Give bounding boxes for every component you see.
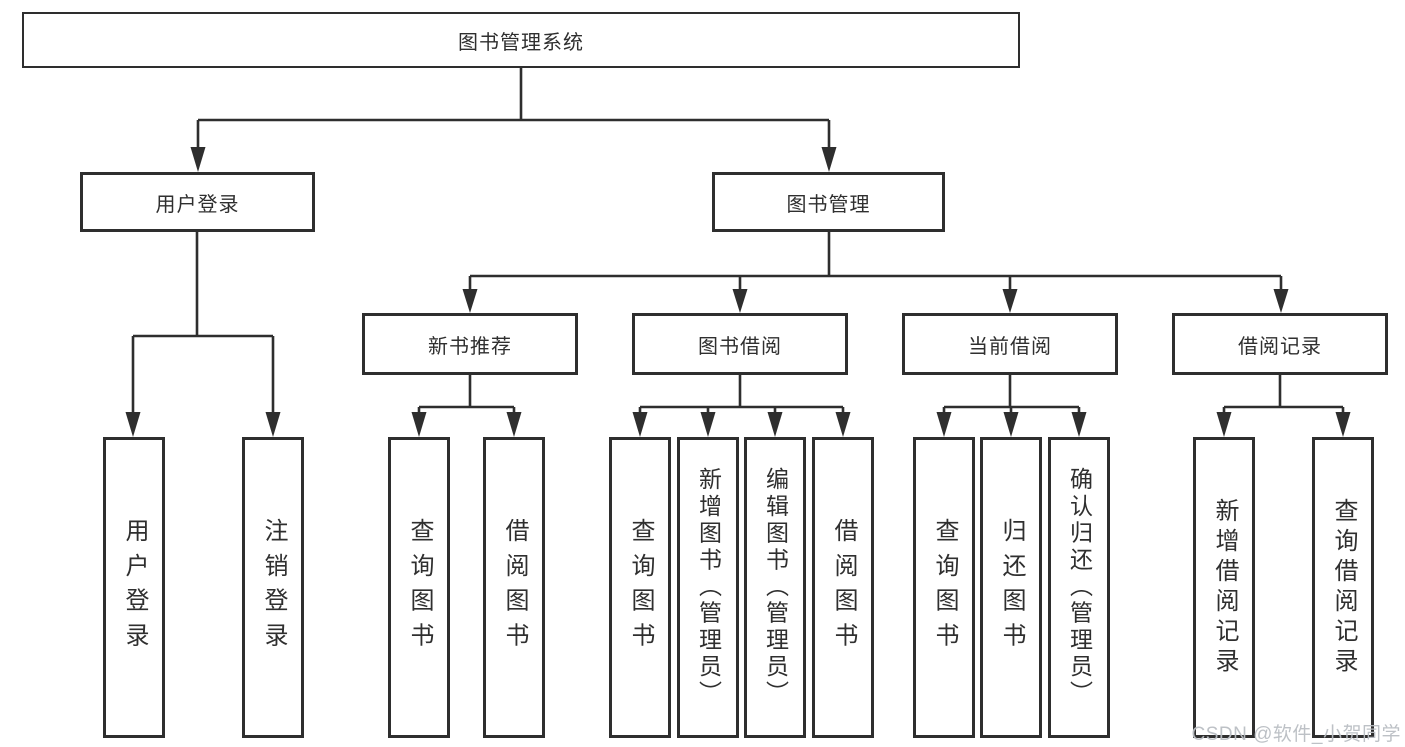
leaf-cb-return-book: 归还图书	[980, 437, 1042, 738]
leaf-cb-query-book-label: 查询图书	[931, 517, 958, 658]
node-user-login-label: 用户登录	[155, 193, 240, 216]
leaf-rec-borrow-book: 借阅图书	[483, 437, 545, 738]
leaf-logout-label: 注销登录	[260, 517, 287, 658]
leaf-cb-return-book-label: 归还图书	[998, 517, 1025, 658]
leaf-rec-borrow-book-label: 借阅图书	[501, 517, 528, 658]
node-current-borrow: 当前借阅	[902, 313, 1118, 375]
node-user-login: 用户登录	[80, 172, 315, 232]
leaf-br-query-record: 查询借阅记录	[1312, 437, 1374, 738]
node-book-borrow: 图书借阅	[632, 313, 848, 375]
leaf-user-login-label: 用户登录	[121, 517, 148, 658]
node-new-book-recommend-label: 新书推荐	[428, 335, 512, 358]
leaf-bb-query-book: 查询图书	[609, 437, 671, 738]
leaf-user-login: 用户登录	[103, 437, 165, 738]
node-book-management-label: 图书管理	[786, 193, 871, 216]
leaf-bb-edit-book-admin: 编辑图书（管理员）	[744, 437, 806, 738]
node-book-management: 图书管理	[712, 172, 945, 232]
node-borrow-record: 借阅记录	[1172, 313, 1388, 375]
node-book-borrow-label: 图书借阅	[698, 335, 782, 358]
leaf-bb-borrow-book-label: 借阅图书	[830, 517, 857, 658]
leaf-bb-borrow-book: 借阅图书	[812, 437, 874, 738]
leaf-rec-query-book: 查询图书	[388, 437, 450, 738]
leaf-bb-edit-book-admin-label: 编辑图书（管理员）	[762, 467, 789, 708]
leaf-br-query-record-label: 查询借阅记录	[1330, 497, 1357, 678]
node-current-borrow-label: 当前借阅	[968, 335, 1052, 358]
leaf-bb-add-book-admin-label: 新增图书（管理员）	[695, 467, 722, 708]
leaf-bb-add-book-admin: 新增图书（管理员）	[677, 437, 739, 738]
leaf-br-add-record: 新增借阅记录	[1193, 437, 1255, 738]
node-new-book-recommend: 新书推荐	[362, 313, 578, 375]
leaf-cb-confirm-return-admin: 确认归还（管理员）	[1048, 437, 1110, 738]
leaf-cb-query-book: 查询图书	[913, 437, 975, 738]
leaf-logout: 注销登录	[242, 437, 304, 738]
node-root-label: 图书管理系统	[458, 31, 584, 54]
node-borrow-record-label: 借阅记录	[1238, 335, 1322, 358]
leaf-rec-query-book-label: 查询图书	[406, 517, 433, 658]
leaf-bb-query-book-label: 查询图书	[627, 517, 654, 658]
leaf-cb-confirm-return-admin-label: 确认归还（管理员）	[1066, 467, 1093, 708]
csdn-watermark: CSDN @软件_小贺同学	[1191, 724, 1401, 745]
leaf-br-add-record-label: 新增借阅记录	[1211, 497, 1238, 678]
node-root-system: 图书管理系统	[22, 12, 1020, 68]
